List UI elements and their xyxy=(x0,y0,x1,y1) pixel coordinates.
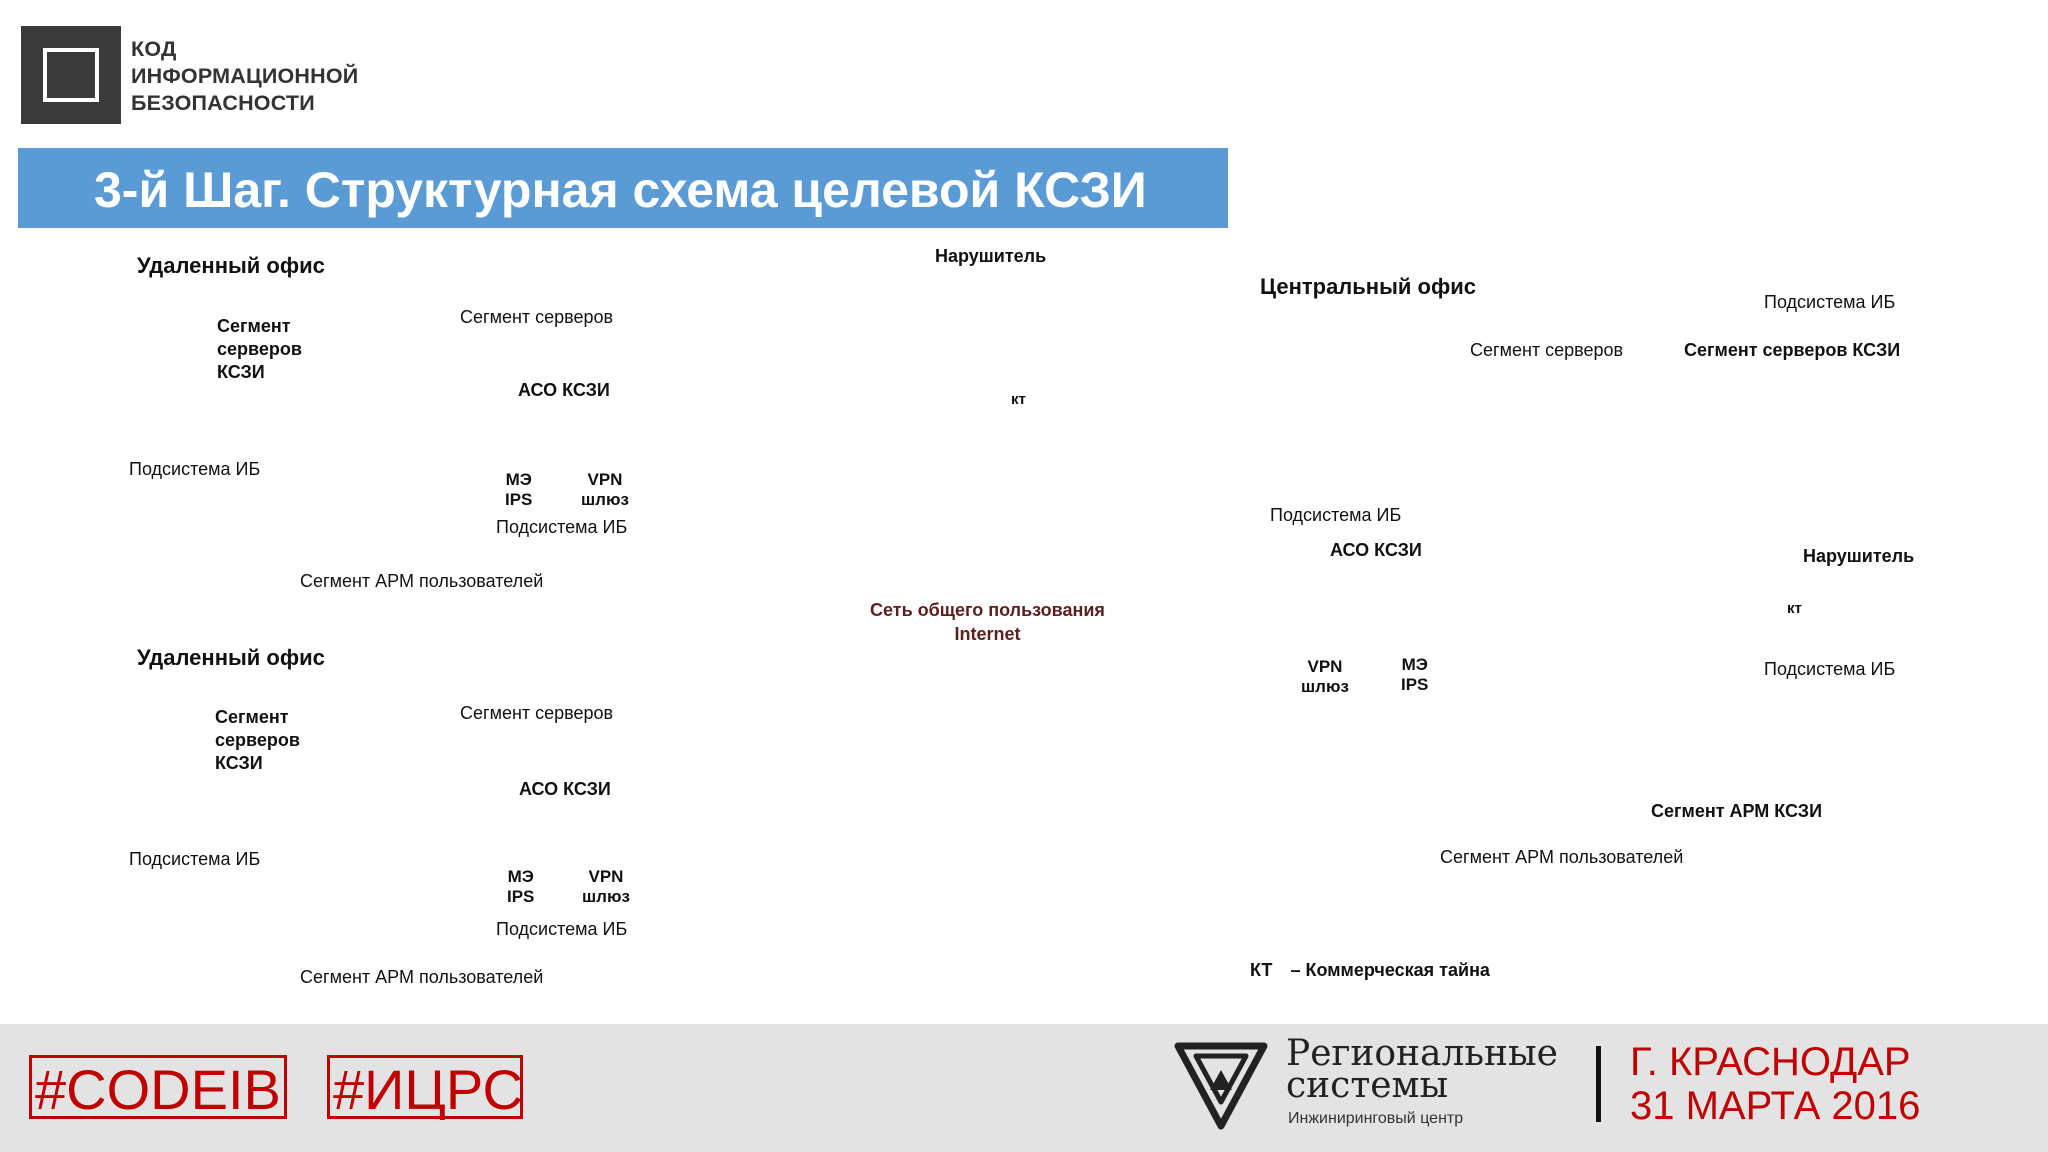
remote-office-1-kszi-servers: Сегмент серверов КСЗИ xyxy=(217,315,302,384)
logo-line-3: БЕЗОПАСНОСТИ xyxy=(131,91,315,115)
line: шлюз xyxy=(1301,677,1349,696)
remote-office-2-title: Удаленный офис xyxy=(137,645,325,670)
central-office-kszi-servers: Сегмент серверов КСЗИ xyxy=(1684,340,1901,360)
remote-office-1-ib-left: Подсистема ИБ xyxy=(129,459,261,479)
line: Региональные xyxy=(1286,1033,1558,1074)
company-name: Региональные системы xyxy=(1286,1033,1558,1106)
center-kt: кт xyxy=(1011,391,1026,408)
line: IPS xyxy=(505,490,533,509)
remote-office-2-vpn: VPN шлюз xyxy=(582,867,630,907)
legend: КТ – Коммерческая тайна xyxy=(1250,960,1490,981)
line: МЭ xyxy=(505,470,532,489)
remote-office-2-servers: Сегмент серверов xyxy=(460,703,614,723)
central-office-servers: Сегмент серверов xyxy=(1470,340,1624,360)
logo-line-2: ИНФОРМАЦИОННОЙ xyxy=(131,64,359,88)
remote-office-2-kszi-servers: Сегмент серверов КСЗИ xyxy=(215,706,300,775)
logo-line-1: КОД xyxy=(131,37,177,61)
footer-divider xyxy=(1596,1046,1601,1122)
central-office-vpn: VPN шлюз xyxy=(1301,657,1349,697)
central-office-arm: Сегмент АРМ пользователей xyxy=(1440,847,1684,867)
title-bar: 3-й Шаг. Структурная схема целевой КСЗИ xyxy=(18,148,1228,228)
remote-office-2-ib: Подсистема ИБ xyxy=(496,919,628,939)
center-intruder: Нарушитель xyxy=(935,246,1047,266)
hashtag-codeib: #CODEIB xyxy=(29,1055,287,1121)
line: КСЗИ xyxy=(215,753,263,773)
central-office-ib-right: Подсистема ИБ xyxy=(1764,659,1896,679)
line: Сегмент xyxy=(215,707,289,727)
central-office-ib-top: Подсистема ИБ xyxy=(1764,292,1896,312)
company-subtitle: Инжиниринговый центр xyxy=(1288,1110,1464,1127)
event-city: Г. КРАСНОДАР xyxy=(1630,1040,1911,1084)
line: Сеть общего пользования xyxy=(870,600,1105,620)
remote-office-2-arm: Сегмент АРМ пользователей xyxy=(300,967,544,987)
slide-title: 3-й Шаг. Структурная схема целевой КСЗИ xyxy=(94,162,1147,218)
event-place-date: Г. КРАСНОДАР 31 МАРТА 2016 xyxy=(1630,1040,1920,1128)
logo-text: КОД ИНФОРМАЦИОННОЙ БЕЗОПАСНОСТИ xyxy=(131,36,358,117)
line: IPS xyxy=(1401,675,1429,694)
line: серверов xyxy=(215,730,300,750)
line: системы xyxy=(1286,1065,1449,1106)
central-office-arm-kszi: Сегмент АРМ КСЗИ xyxy=(1651,801,1823,821)
hashtag-icrs: #ИЦРС xyxy=(327,1055,523,1121)
central-office-kt: кт xyxy=(1787,600,1802,617)
event-date: 31 МАРТА 2016 xyxy=(1630,1084,1921,1128)
line: Internet xyxy=(954,624,1021,644)
footer-bar xyxy=(0,1024,2048,1152)
central-office-ib-mid: Подсистема ИБ xyxy=(1270,505,1402,525)
logo-mark xyxy=(21,26,121,124)
line: Сегмент xyxy=(217,316,291,336)
remote-office-1-me-ips: МЭ IPS xyxy=(505,470,532,510)
central-office-title: Центральный офис xyxy=(1260,274,1476,299)
line: шлюз xyxy=(581,490,629,509)
line: IPS xyxy=(507,887,535,906)
remote-office-1-vpn: VPN шлюз xyxy=(581,470,629,510)
remote-office-1-servers: Сегмент серверов xyxy=(460,307,614,327)
remote-office-1-arm: Сегмент АРМ пользователей xyxy=(300,571,544,591)
central-office-me-ips: МЭ IPS xyxy=(1401,655,1428,695)
line: серверов xyxy=(217,339,302,359)
remote-office-2-aso: АСО КСЗИ xyxy=(519,779,611,799)
remote-office-1-aso: АСО КСЗИ xyxy=(518,380,610,400)
line: МЭ xyxy=(507,867,534,886)
line: VPN xyxy=(587,470,623,489)
line: VPN xyxy=(588,867,624,886)
central-office-aso: АСО КСЗИ xyxy=(1330,540,1422,560)
central-office-intruder: Нарушитель xyxy=(1803,546,1915,566)
legend-text: – Коммерческая тайна xyxy=(1290,960,1490,980)
public-network: Сеть общего пользования Internet xyxy=(870,598,1105,646)
remote-office-1-ib: Подсистема ИБ xyxy=(496,517,628,537)
regional-systems-logo-icon xyxy=(1174,1042,1268,1130)
remote-office-2-me-ips: МЭ IPS xyxy=(507,867,534,907)
line: шлюз xyxy=(582,887,630,906)
line: МЭ xyxy=(1401,655,1428,674)
line: VPN xyxy=(1307,657,1343,676)
remote-office-2-ib-left: Подсистема ИБ xyxy=(129,849,261,869)
remote-office-1-title: Удаленный офис xyxy=(137,253,325,278)
legend-abbr: КТ xyxy=(1250,960,1273,980)
line: КСЗИ xyxy=(217,362,265,382)
